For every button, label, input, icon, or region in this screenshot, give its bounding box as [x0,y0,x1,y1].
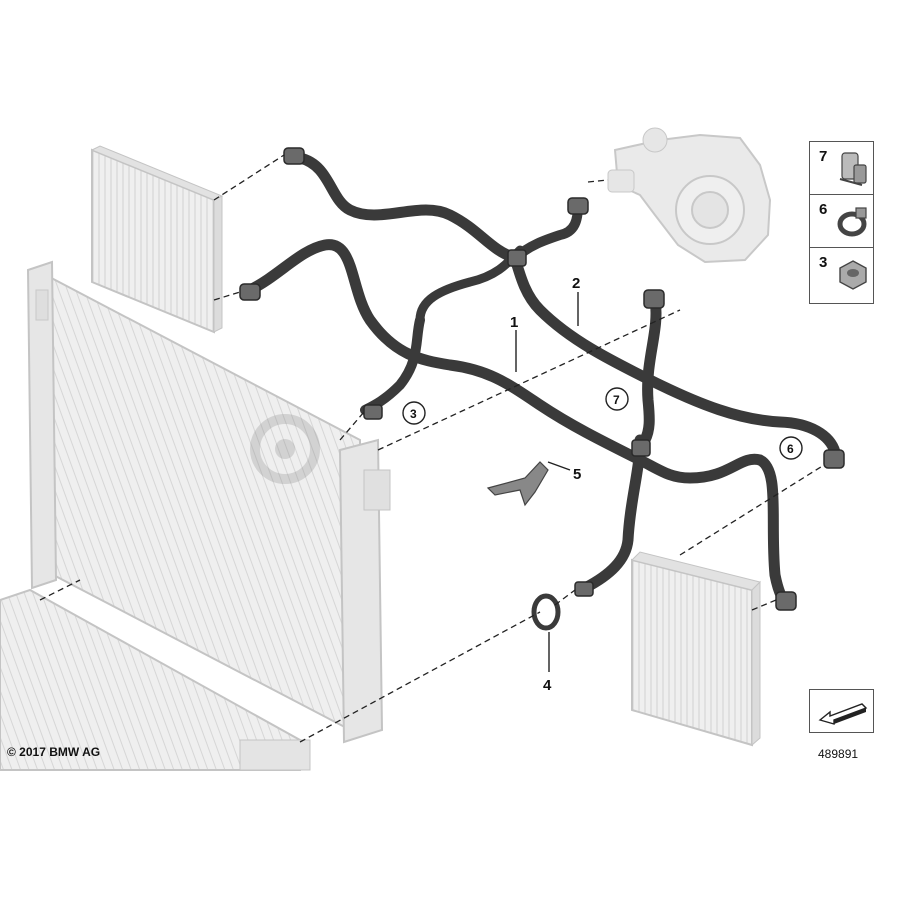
legend-row-7: 7 [810,142,873,195]
callout-6-circled: 6 [779,436,803,460]
callout-6: 6 [787,442,794,456]
legend-number: 6 [819,201,828,218]
hose-clip-icon [836,149,870,194]
callout-3: 3 [410,407,417,421]
hose-connectors [239,147,845,611]
callout-4: 4 [543,677,552,694]
auxiliary-radiator-right [631,551,761,747]
diagram-id: 489891 [818,747,859,761]
main-radiator [26,260,391,744]
assembly-lines [39,154,825,743]
legend-row-3: 3 [810,248,873,301]
legend-number: 3 [819,254,828,271]
orientation-reference [809,689,874,733]
callout-3-circled: 3 [402,401,426,425]
hex-nut-icon [836,255,870,300]
charge-air-cooler [0,588,311,771]
callout-5: 5 [573,466,581,483]
direction-arrow-icon [810,703,873,736]
watermark-logo [250,414,640,489]
water-pump [607,127,772,264]
legend-row-6: 6 [810,195,873,248]
parts-legend: 7 6 3 [809,141,874,304]
legend-number: 7 [819,148,828,165]
bracket [486,461,549,507]
leader-lines [515,292,579,672]
callout-2: 2 [572,275,580,292]
clamp-icon [836,202,870,247]
auxiliary-radiator-left [90,145,224,334]
copyright-text: © 2017 BMW AG [7,745,101,759]
seal-ring [531,593,561,631]
callout-1: 1 [510,314,518,331]
callout-7: 7 [613,393,620,407]
callout-7-circled: 7 [605,387,629,411]
